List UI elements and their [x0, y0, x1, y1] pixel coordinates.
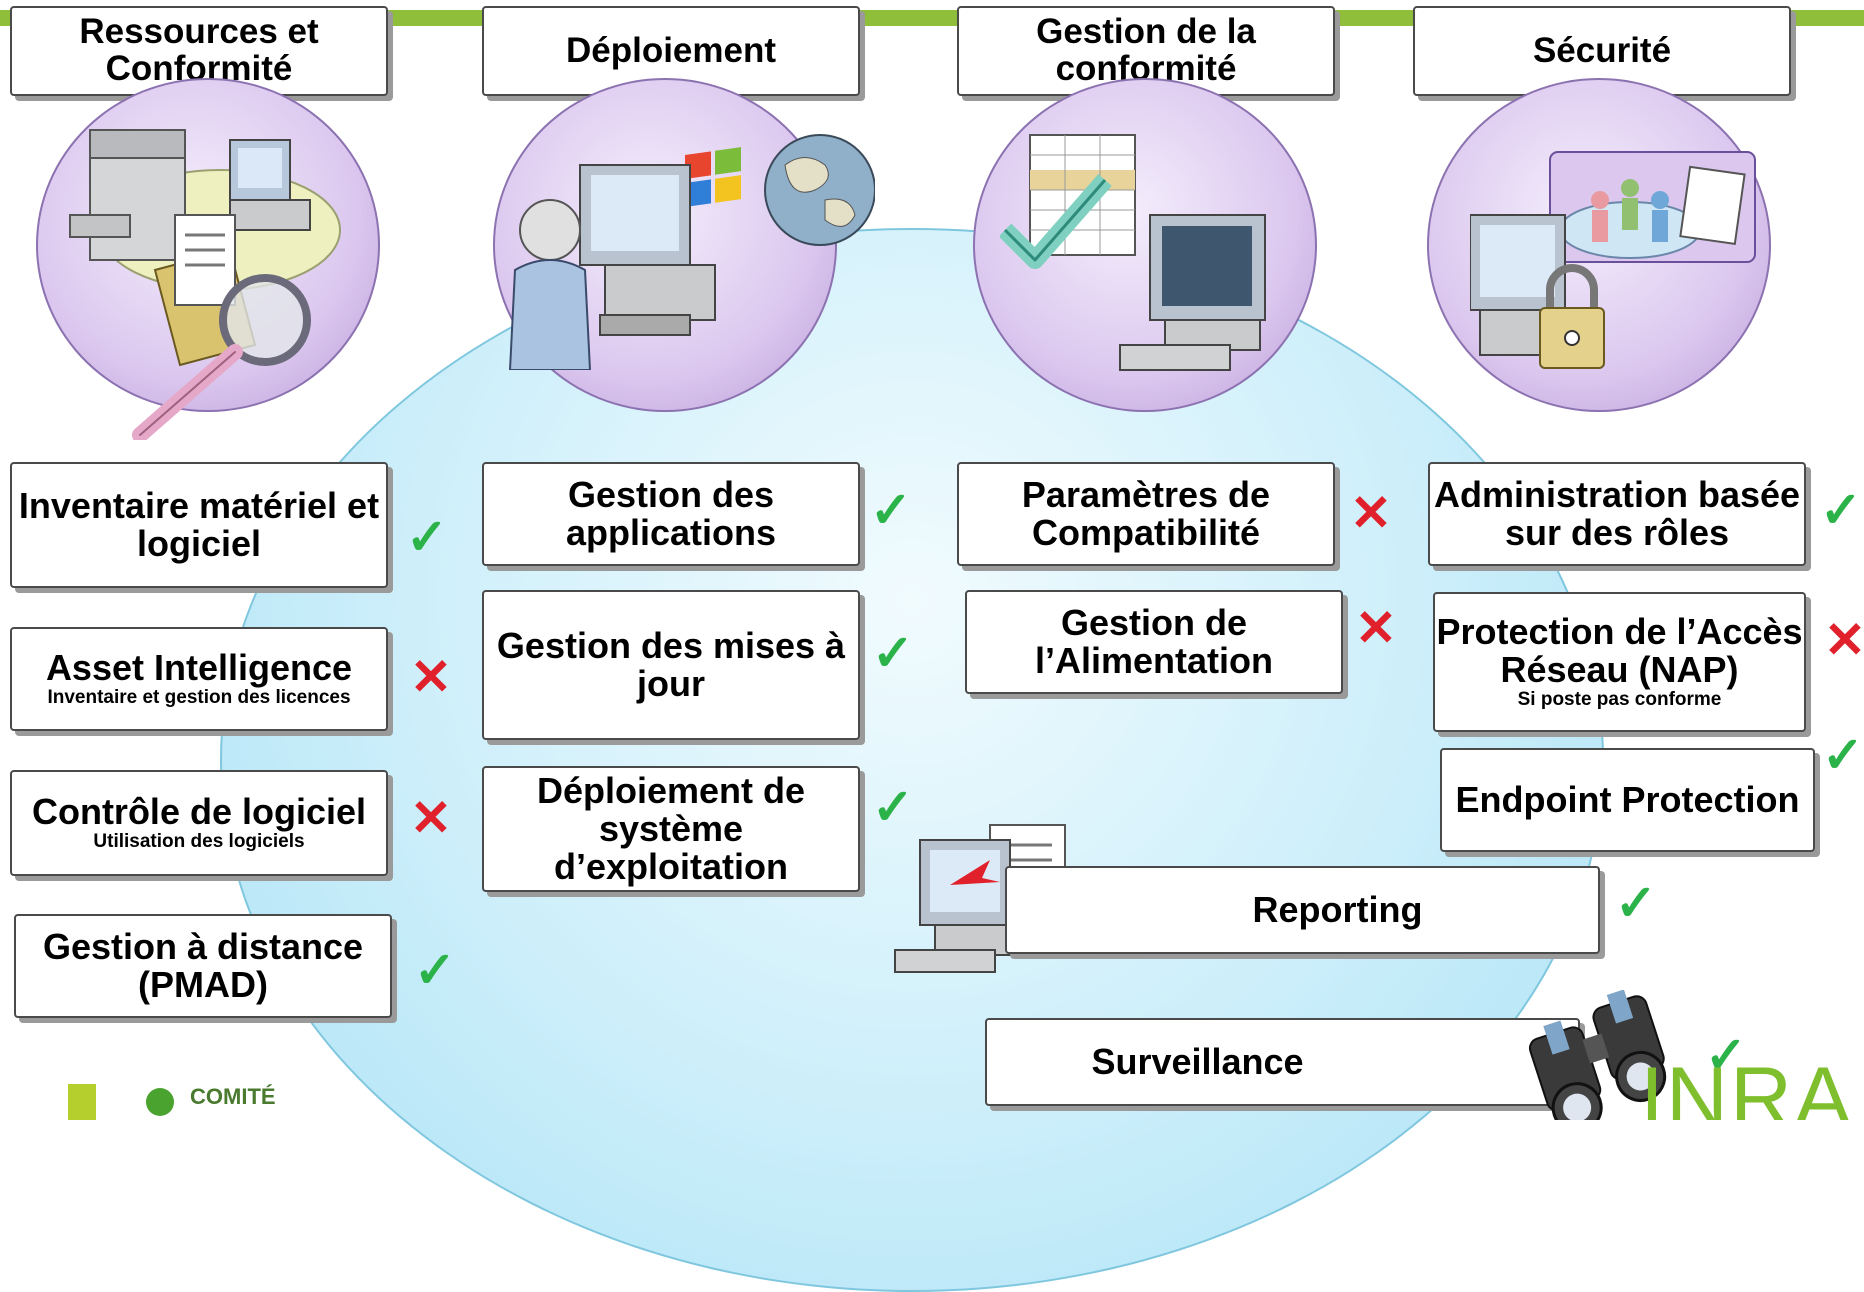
- check-mark-reporting: ✓: [1615, 875, 1657, 931]
- feature-gestion-distance: Gestion à distance (PMAD): [14, 914, 392, 1018]
- check-mark-endpoint: ✓: [1822, 727, 1864, 783]
- cross-mark-controle: ✕: [410, 790, 452, 846]
- comite-logo: COMITÉ: [68, 1062, 328, 1120]
- cross-mark-alimentation: ✕: [1355, 600, 1397, 656]
- feature-inventaire: Inventaire matériel et logiciel: [10, 462, 388, 588]
- feature-nap: Protection de l’Accès Réseau (NAP)Si pos…: [1433, 592, 1806, 732]
- checklist-computer-icon: [1000, 134, 1266, 371]
- printer-computer-icon: [69, 129, 341, 440]
- top-accent-line: [0, 10, 1864, 26]
- reporting-computer-icon: [894, 824, 1066, 973]
- feature-gestion-alimentation: Gestion de l’Alimentation: [965, 590, 1343, 694]
- check-mark-deploiement-os: ✓: [872, 779, 914, 835]
- feature-reporting: Reporting: [1005, 866, 1600, 954]
- cross-mark-nap: ✕: [1824, 612, 1864, 668]
- check-mark-distance: ✓: [414, 942, 456, 998]
- header-securite: Sécurité: [1413, 6, 1791, 96]
- check-mark-inventaire: ✓: [406, 509, 448, 565]
- feature-gestion-applications: Gestion des applications: [482, 462, 860, 566]
- check-mark-surveillance: ✓: [1705, 1027, 1747, 1083]
- cross-mark-parametres: ✕: [1350, 485, 1392, 541]
- feature-parametres-compatibilite: Paramètres de Compatibilité: [957, 462, 1335, 566]
- feature-deploiement-os: Déploiement de système d’exploitation: [482, 766, 860, 892]
- feature-administration-roles: Administration basée sur des rôles: [1428, 462, 1806, 566]
- feature-surveillance: Surveillance: [985, 1018, 1580, 1106]
- feature-endpoint-protection: Endpoint Protection: [1440, 748, 1815, 852]
- check-mark-mises-a-jour: ✓: [872, 625, 914, 681]
- comite-logo-text: COMITÉ: [190, 1084, 276, 1109]
- check-mark-administration: ✓: [1820, 482, 1862, 538]
- cross-mark-asset: ✕: [410, 649, 452, 705]
- check-mark-applications: ✓: [870, 482, 912, 538]
- feature-gestion-mises-a-jour: Gestion des mises à jour: [482, 590, 860, 740]
- inra-logo: INRA: [1640, 1055, 1854, 1120]
- user-computer-globe-icon: [508, 134, 875, 370]
- central-ellipse: [220, 228, 1604, 1292]
- computer-lock-users-icon: [1470, 151, 1756, 369]
